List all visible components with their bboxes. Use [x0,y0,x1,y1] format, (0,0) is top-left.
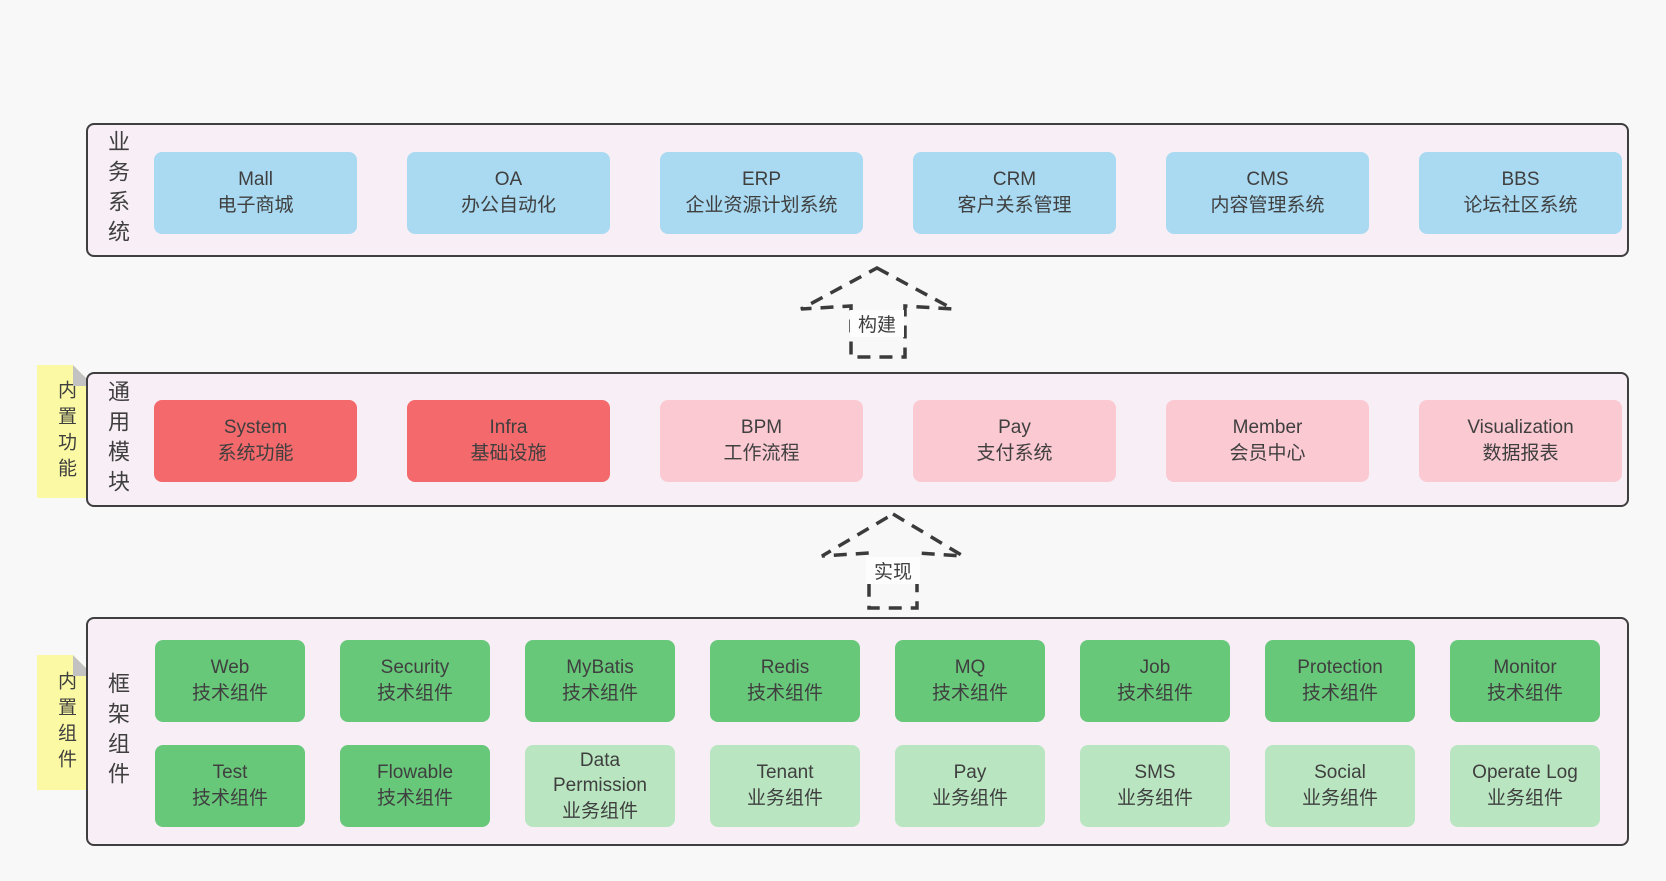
box-title: Member [1232,417,1303,439]
box-subtitle: 内容管理系统 [1210,195,1325,216]
box-subtitle: 技术组件 [561,683,638,704]
box-mybatis: MyBatis 技术组件 [525,640,675,722]
box-subtitle: 系统功能 [217,443,294,464]
box-visualization: Visualization 数据报表 [1419,400,1622,482]
box-subtitle: 业务组件 [561,800,638,822]
box-title: MyBatis [566,657,634,679]
box-subtitle: 支付系统 [976,443,1053,464]
box-title: BBS [1501,169,1540,191]
box-redis: Redis 技术组件 [710,640,860,722]
box-member: Member 会员中心 [1166,400,1369,482]
box-subtitle: 技术组件 [931,683,1008,704]
box-subtitle: 技术组件 [1116,683,1193,704]
band-label: 通用模块 [105,379,130,500]
box-bpm: BPM 工作流程 [660,400,863,482]
box-subtitle: 数据报表 [1482,443,1559,464]
band-common-modules: 通用模块 System 系统功能 Infra 基础设施 BPM 工作流程 Pay… [86,372,1629,507]
box-sms: SMS 业务组件 [1080,745,1230,827]
box-pay-component: Pay 业务组件 [895,745,1045,827]
box-title: Social [1314,762,1366,784]
box-subtitle: 技术组件 [191,788,268,809]
band-business-systems: 业务系统 Mall 电子商城 OA 办公自动化 ERP 企业资源计划系统 CRM… [86,123,1629,257]
box-oa: OA 办公自动化 [407,152,610,234]
box-test: Test 技术组件 [155,745,305,827]
box-title: Infra [489,417,528,439]
box-title: Web [210,657,250,679]
box-mall: Mall 电子商城 [154,152,357,234]
box-subtitle: 技术组件 [1486,683,1563,704]
sticky-note-label: 内置组件 [55,670,76,775]
box-bbs: BBS 论坛社区系统 [1419,152,1622,234]
box-title: Visualization [1467,417,1574,439]
implement-arrow-icon: 实现 [821,511,964,610]
box-title: Redis [760,657,810,679]
implement-arrow-label: 实现 [874,561,912,583]
box-subtitle: 技术组件 [376,683,453,704]
box-title: Job [1139,657,1171,679]
box-subtitle: 业务组件 [1301,788,1378,809]
box-title: Flowable [376,762,454,784]
box-subtitle: 业务组件 [931,788,1008,809]
box-title: Data Permission [553,749,647,797]
box-title: CRM [992,169,1037,191]
box-subtitle: 业务组件 [1486,788,1563,809]
box-title: Test [212,762,248,784]
box-monitor: Monitor 技术组件 [1450,640,1600,722]
box-web: Web 技术组件 [155,640,305,722]
box-subtitle: 技术组件 [376,788,453,809]
box-title: BPM [740,417,783,439]
box-title: SMS [1134,762,1176,784]
box-subtitle: 电子商城 [217,195,294,216]
box-pay-module: Pay 支付系统 [913,400,1116,482]
box-title: ERP [741,169,782,191]
box-protection: Protection 技术组件 [1265,640,1415,722]
box-cms: CMS 内容管理系统 [1166,152,1369,234]
sticky-note-label: 内置功能 [55,379,76,484]
build-arrow-icon: 构建 [800,266,954,359]
sticky-note-built-in-features: 内置功能 [37,365,94,498]
box-security: Security 技术组件 [340,640,490,722]
box-mq: MQ 技术组件 [895,640,1045,722]
box-subtitle: 办公自动化 [460,195,556,216]
box-title: Monitor [1493,657,1557,679]
box-system: System 系统功能 [154,400,357,482]
box-title: CMS [1246,169,1289,191]
box-subtitle: 业务组件 [746,788,823,809]
box-subtitle: 技术组件 [191,683,268,704]
box-title: Protection [1297,657,1383,679]
box-subtitle: 会员中心 [1229,443,1306,464]
box-tenant: Tenant 业务组件 [710,745,860,827]
box-title: Operate Log [1472,762,1578,784]
box-erp: ERP 企业资源计划系统 [660,152,863,234]
box-subtitle: 业务组件 [1116,788,1193,809]
box-social: Social 业务组件 [1265,745,1415,827]
box-subtitle: 基础设施 [470,443,547,464]
box-subtitle: 客户关系管理 [957,195,1072,216]
box-title: OA [494,169,523,191]
box-subtitle: 技术组件 [746,683,823,704]
box-job: Job 技术组件 [1080,640,1230,722]
box-data-permission: Data Permission 业务组件 [525,745,675,827]
box-infra: Infra 基础设施 [407,400,610,482]
build-arrow-label: 构建 [858,314,896,336]
box-crm: CRM 客户关系管理 [913,152,1116,234]
box-subtitle: 技术组件 [1301,683,1378,704]
box-title: Security [380,657,450,679]
box-subtitle: 工作流程 [723,443,800,464]
box-subtitle: 论坛社区系统 [1463,195,1578,216]
box-title: Pay [998,417,1031,439]
box-title: System [223,417,288,439]
box-subtitle: 企业资源计划系统 [685,195,838,216]
box-title: Pay [953,762,987,784]
band-label: 业务系统 [105,130,130,250]
box-title: MQ [954,657,986,679]
box-flowable: Flowable 技术组件 [340,745,490,827]
band-label: 框架组件 [105,671,130,792]
band-framework-components: 框架组件 Web 技术组件 Security 技术组件 MyBatis 技术组件… [86,617,1629,846]
box-title: Tenant [756,762,814,784]
box-operate-log: Operate Log 业务组件 [1450,745,1600,827]
box-title: Mall [238,169,273,191]
